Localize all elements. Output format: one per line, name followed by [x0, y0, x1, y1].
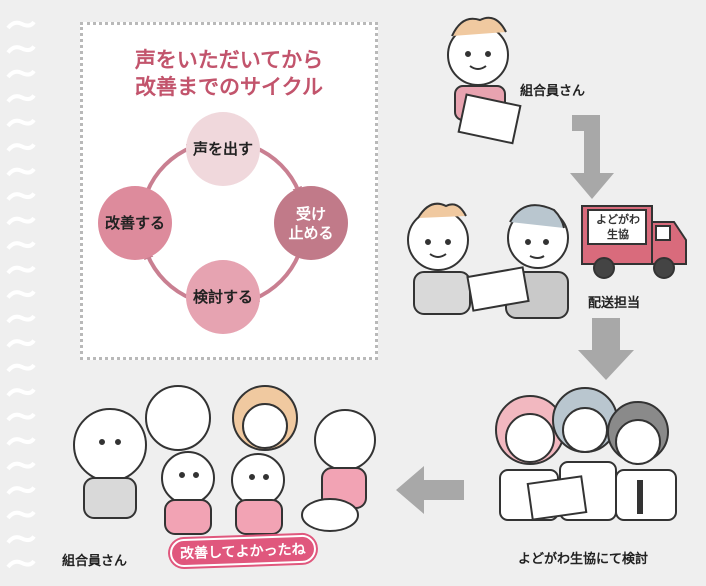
cycle-step-speak: 声を出す [192, 140, 253, 158]
delivery-illustration [407, 202, 569, 319]
happy-badge: 改善してよかったね [169, 534, 317, 568]
spiral-ring-icon [6, 535, 36, 544]
cycle-step-improve: 改善する [104, 214, 165, 232]
spiral-ring-icon [6, 94, 36, 103]
cycle-title: 声をいただいてから 改善までのサイクル [83, 47, 375, 101]
cycle-node-improve [98, 186, 172, 260]
spiral-ring-icon [6, 363, 36, 373]
cycle-node-receive [274, 186, 348, 260]
review-caption: よどがわ生協にて検討 [518, 552, 649, 567]
cycle-node-speak [186, 112, 260, 186]
flow-arrow-down-1 [570, 115, 614, 199]
spiral-ring-icon [6, 388, 36, 397]
spiral-ring-icon [6, 339, 36, 348]
cycle-title-line-2: 改善までのサイクル [135, 75, 323, 99]
spiral-ring-icon [6, 143, 36, 152]
spiral-ring-icon [6, 510, 36, 520]
spiral-ring-icon [6, 314, 36, 324]
truck-logo-text: よどがわ 生協 [596, 213, 640, 241]
spiral-ring-icon [6, 265, 36, 275]
spiral-ring-icon [6, 437, 36, 446]
spiral-ring-icon [6, 45, 36, 54]
cycle-diagram [98, 112, 348, 334]
delivery-caption: 配送担当 [588, 296, 641, 311]
review-illustration [495, 387, 677, 521]
flow-arrow-left [396, 466, 464, 514]
flow-arrow-down-2 [578, 318, 634, 380]
spiral-ring-icon [6, 559, 36, 569]
spiral-ring-icon [6, 241, 36, 250]
spiral-ring-icon [6, 192, 36, 201]
truck-icon [581, 205, 687, 279]
happy-members-illustration [73, 385, 376, 535]
member-top-caption: 組合員さん [520, 84, 586, 99]
spiral-ring-icon [6, 412, 36, 422]
spiral-ring-icon [6, 290, 36, 299]
cycle-step-review: 検討する [192, 288, 253, 306]
spiral-ring-icon [6, 118, 36, 128]
cycle-step-receive: 受け 止める [288, 205, 334, 242]
spiral-binding-icon [6, 20, 36, 569]
cycle-node-review [186, 260, 260, 334]
member-writing-illustration [447, 16, 522, 145]
spiral-ring-icon [6, 20, 36, 30]
spiral-ring-icon [6, 167, 36, 177]
spiral-ring-icon [6, 216, 36, 226]
cycle-card: 声をいただいてから 改善までのサイクル 声を出す 受け 止める 検討する 改善す… [80, 22, 378, 360]
spiral-ring-icon [6, 486, 36, 495]
spiral-ring-icon [6, 69, 36, 79]
spiral-ring-icon [6, 461, 36, 471]
member-bottom-caption: 組合員さん [62, 554, 128, 569]
cycle-title-line-1: 声をいただいてから [134, 48, 324, 72]
